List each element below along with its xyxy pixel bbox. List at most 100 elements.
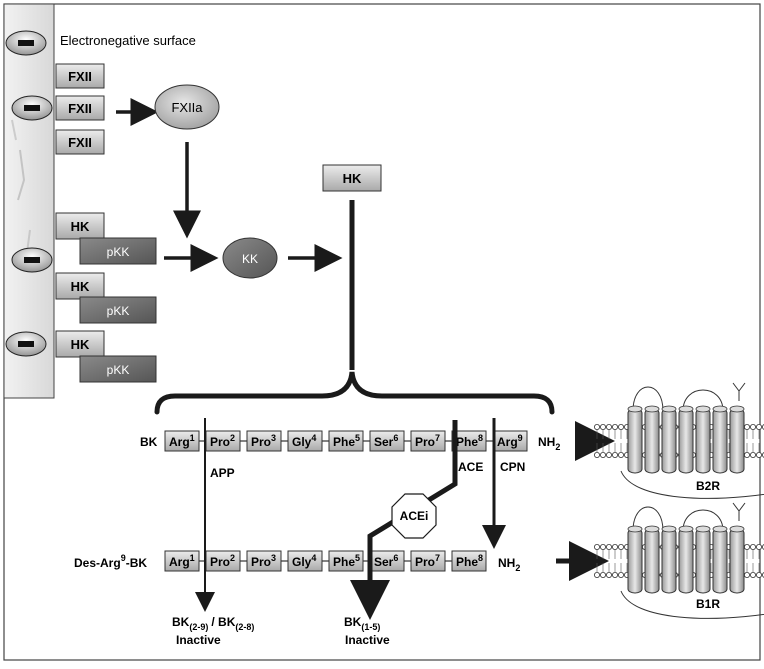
residue-label: Pro7 (415, 433, 440, 449)
residue-label: Ser6 (374, 433, 398, 449)
ace-label: ACE (458, 460, 483, 474)
lipid-head (606, 544, 613, 551)
transmembrane-helix (678, 528, 694, 594)
transmembrane-helix (712, 528, 728, 594)
lipid-head (744, 423, 751, 430)
residue-box (451, 550, 487, 572)
intracellular-tail (620, 470, 764, 499)
residue-label: Pro2 (210, 553, 235, 569)
fxii-box-1: FXII (55, 63, 105, 89)
hk-label: HK (71, 279, 90, 294)
lipid-head (618, 423, 625, 430)
extracellular-loop (632, 506, 664, 532)
fxii-box-2: FXII (55, 95, 105, 121)
lipid-head (750, 423, 757, 430)
hk-pkk-complex-2: HK pKK (55, 272, 157, 324)
hk-label: HK (71, 219, 90, 234)
negative-charge-2 (11, 95, 53, 121)
helix-top (627, 405, 643, 413)
helix-top (644, 405, 660, 413)
residue-phe-5: Phe5 (328, 550, 364, 572)
hk-pkk-complex-3: HK pKK (55, 330, 157, 383)
pkk-label: pKK (107, 245, 130, 259)
bk-nh2-label: NH2 (538, 435, 560, 452)
kk-label: KK (242, 252, 258, 266)
lipid-head (750, 572, 757, 579)
negative-charge-1 (5, 30, 47, 56)
lipid-head (612, 544, 619, 551)
b1r-label: B1R (696, 597, 720, 611)
helix-top (644, 525, 660, 533)
bk-2-9-2-8-label: BK(2-9)/ BK(2-8) (172, 615, 254, 632)
helix-top (695, 525, 711, 533)
hk-label: HK (71, 337, 90, 352)
residue-pro-2: Pro2 (205, 430, 241, 452)
desarg-nh2-label: NH2 (498, 556, 520, 573)
pkk-label: pKK (107, 304, 130, 318)
residue-arg-1: Arg1 (164, 430, 200, 452)
transmembrane-helix (627, 528, 643, 594)
extracellular-loop (632, 386, 664, 412)
residue-phe-5: Phe5 (328, 430, 364, 452)
inactive-label-2: Inactive (345, 633, 390, 647)
extracellular-loop (682, 389, 724, 412)
helix-top (678, 525, 694, 533)
lipid-head (594, 423, 601, 430)
transmembrane-helix (678, 408, 694, 474)
lipid-head (594, 451, 601, 458)
hk-pkk-complex-1: HK pKK (55, 212, 157, 265)
lipid-head (612, 572, 619, 579)
residue-phe-8: Phe8 (451, 550, 487, 572)
transmembrane-helix (661, 528, 677, 594)
residue-pro-3: Pro3 (246, 430, 282, 452)
helix-top (729, 525, 745, 533)
transmembrane-helix (695, 528, 711, 594)
lipid-head (612, 451, 619, 458)
residue-phe-8: Phe8 (451, 430, 487, 452)
hk-label: HK (343, 171, 362, 186)
lipid-head (618, 451, 625, 458)
residue-label: Pro3 (251, 433, 276, 449)
lipid-head (606, 423, 613, 430)
transmembrane-helix (627, 408, 643, 474)
lipid-head (618, 572, 625, 579)
fxii-label: FXII (68, 101, 92, 116)
acei-octagon: ACEi (391, 493, 437, 539)
lipid-head (600, 423, 607, 430)
residue-ser-6: Ser6 (369, 550, 405, 572)
lipid-head (756, 544, 763, 551)
cpn-label: CPN (500, 460, 525, 474)
fxii-label: FXII (68, 69, 92, 84)
fxii-label: FXII (68, 135, 92, 150)
helix-top (627, 525, 643, 533)
transmembrane-helix (729, 528, 745, 594)
lipid-head (744, 451, 751, 458)
lipid-head (618, 544, 625, 551)
lipid-head (744, 572, 751, 579)
residue-label: Phe5 (333, 553, 360, 569)
lipid-head (612, 423, 619, 430)
lipid-head (756, 451, 763, 458)
helix-top (712, 525, 728, 533)
transmembrane-helix (729, 408, 745, 474)
glycosylation-site (732, 382, 746, 401)
intracellular-tail (620, 590, 764, 619)
residue-label: Arg1 (169, 553, 195, 569)
residue-label: Phe5 (333, 433, 360, 449)
pkk-label: pKK (107, 363, 130, 377)
lipid-head (600, 544, 607, 551)
transmembrane-helix (644, 528, 660, 594)
helix-top (678, 405, 694, 413)
helix-top (661, 405, 677, 413)
glycosylation-site (732, 502, 746, 521)
residue-label: Phe8 (456, 433, 483, 449)
residue-arg-9: Arg9 (492, 430, 528, 452)
fxii-box-3: FXII (55, 129, 105, 155)
acei-label: ACEi (400, 509, 429, 523)
lipid-head (756, 572, 763, 579)
residue-label: Pro3 (251, 553, 276, 569)
transmembrane-helix (695, 408, 711, 474)
lipid-head (600, 451, 607, 458)
residue-label: Arg9 (497, 433, 523, 449)
